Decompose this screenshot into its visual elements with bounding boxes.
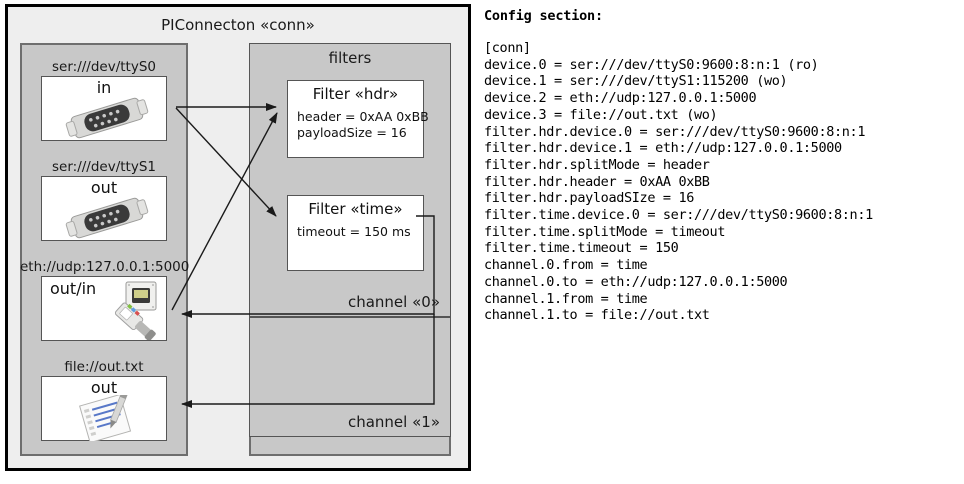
device-ttys1[interactable]: ser:///dev/ttyS1 out (20, 159, 188, 249)
network-jack-icon (114, 281, 157, 340)
filter-hdr-properties: header = 0xAA 0xBB payloadSize = 16 (297, 109, 429, 140)
channel-1-label: channel «1» (347, 413, 440, 431)
text-file-icon (79, 395, 132, 441)
serial-port-icon (65, 197, 149, 239)
device-ttys1-caption: ser:///dev/ttyS1 (52, 159, 156, 175)
config-section-heading: Config section: (484, 8, 603, 24)
channel-1-region: channel «1» (249, 317, 451, 437)
filter-time-title: Filter «time» (308, 200, 403, 218)
device-ttys0-direction: in (96, 78, 112, 97)
serial-port-icon (65, 97, 149, 139)
device-ttys0-caption: ser:///dev/ttyS0 (52, 59, 156, 75)
filter-hdr-card[interactable]: Filter «hdr» header = 0xAA 0xBB payloadS… (287, 80, 429, 158)
device-eth-udp-box[interactable]: out/in (41, 276, 167, 341)
config-section: Config section: [conn] device.0 = ser://… (484, 8, 954, 324)
config-section-text: [conn] device.0 = ser:///dev/ttyS0:9600:… (484, 40, 873, 324)
filter-time-card[interactable]: Filter «time» timeout = 150 ms (287, 195, 424, 271)
device-ttys1-direction: out (90, 178, 118, 197)
device-eth-udp[interactable]: eth://udp:127.0.0.1:5000 out/in (20, 259, 190, 349)
diagram-title: PIConnecton «conn» (161, 16, 315, 34)
device-file-out-caption: file://out.txt (64, 359, 144, 375)
filter-time-properties: timeout = 150 ms (297, 224, 411, 239)
filter-hdr-title: Filter «hdr» (312, 85, 399, 103)
connection-diagram: PIConnecton «conn» filters channel «0» c… (5, 4, 471, 471)
device-file-out-direction: out (90, 378, 118, 397)
device-eth-udp-direction: out/in (50, 279, 97, 298)
device-eth-udp-caption: eth://udp:127.0.0.1:5000 (20, 259, 190, 275)
channel-0-label: channel «0» (347, 293, 440, 311)
device-ttys0[interactable]: ser:///dev/ttyS0 in (20, 59, 188, 149)
filters-package-title-text: filters (328, 49, 372, 67)
device-ttys1-box[interactable]: out (41, 176, 167, 241)
device-file-out-box[interactable]: out (41, 376, 167, 441)
device-ttys0-box[interactable]: in (41, 76, 167, 141)
device-file-out[interactable]: file://out.txt out (20, 359, 188, 449)
